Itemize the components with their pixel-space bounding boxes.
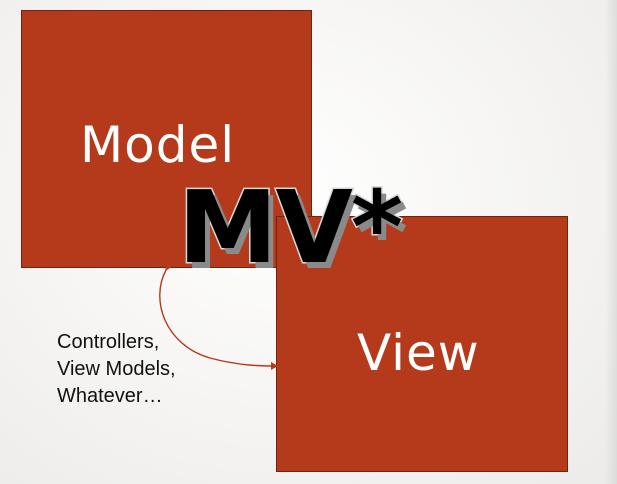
note-line-controllers: Controllers,	[57, 331, 160, 353]
connector-note: Controllers, View Models, Whatever…	[57, 329, 176, 410]
view-label: View	[357, 324, 480, 382]
note-line-view-models: View Models,	[57, 358, 176, 380]
note-line-whatever: Whatever…	[57, 385, 163, 407]
slide-edge-shadow	[605, 0, 617, 484]
view-box: View	[276, 216, 568, 472]
model-label: Model	[80, 116, 236, 174]
mv-star-title: MV*	[176, 169, 404, 286]
model-box: Model	[21, 10, 312, 268]
